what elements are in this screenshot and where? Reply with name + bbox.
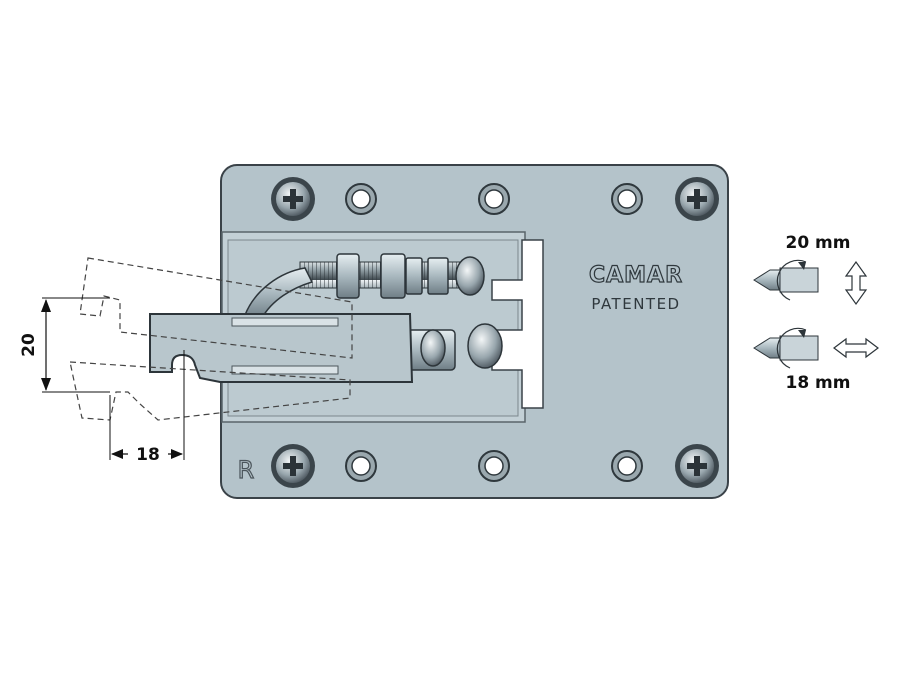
horizontal-dimension <box>109 350 185 464</box>
horizontal-dimension-label: 18 <box>136 445 160 465</box>
vertical-adjustment-screw <box>243 253 485 319</box>
mounting-holes <box>345 183 643 482</box>
hanger-hook <box>149 313 414 383</box>
corner-screw-bottom-right-icon <box>675 444 719 488</box>
adjustment-legend <box>753 259 879 369</box>
corner-screw-bottom-left-icon <box>271 444 315 488</box>
vertical-adjustment-label: 20 mm <box>785 233 850 253</box>
vertical-dimension-label: 20 <box>19 333 39 357</box>
adjustment-range-outline <box>69 257 353 421</box>
vertical-dimension <box>41 297 110 393</box>
side-mark: R <box>238 456 255 484</box>
vertical-arrow-icon <box>844 260 868 306</box>
horizontal-adjustment-screw <box>404 323 503 373</box>
corner-screw-top-right-icon <box>675 177 719 221</box>
patent-label: PATENTED <box>591 295 680 313</box>
corner-screw-top-left-icon <box>271 177 315 221</box>
brand-logo: CAMAR <box>589 263 683 288</box>
horizontal-adjustment-label: 18 mm <box>785 373 850 393</box>
horizontal-arrow-icon <box>833 337 879 359</box>
phillips-screwdriver-icon-2 <box>753 327 819 369</box>
phillips-screwdriver-icon <box>753 259 819 301</box>
